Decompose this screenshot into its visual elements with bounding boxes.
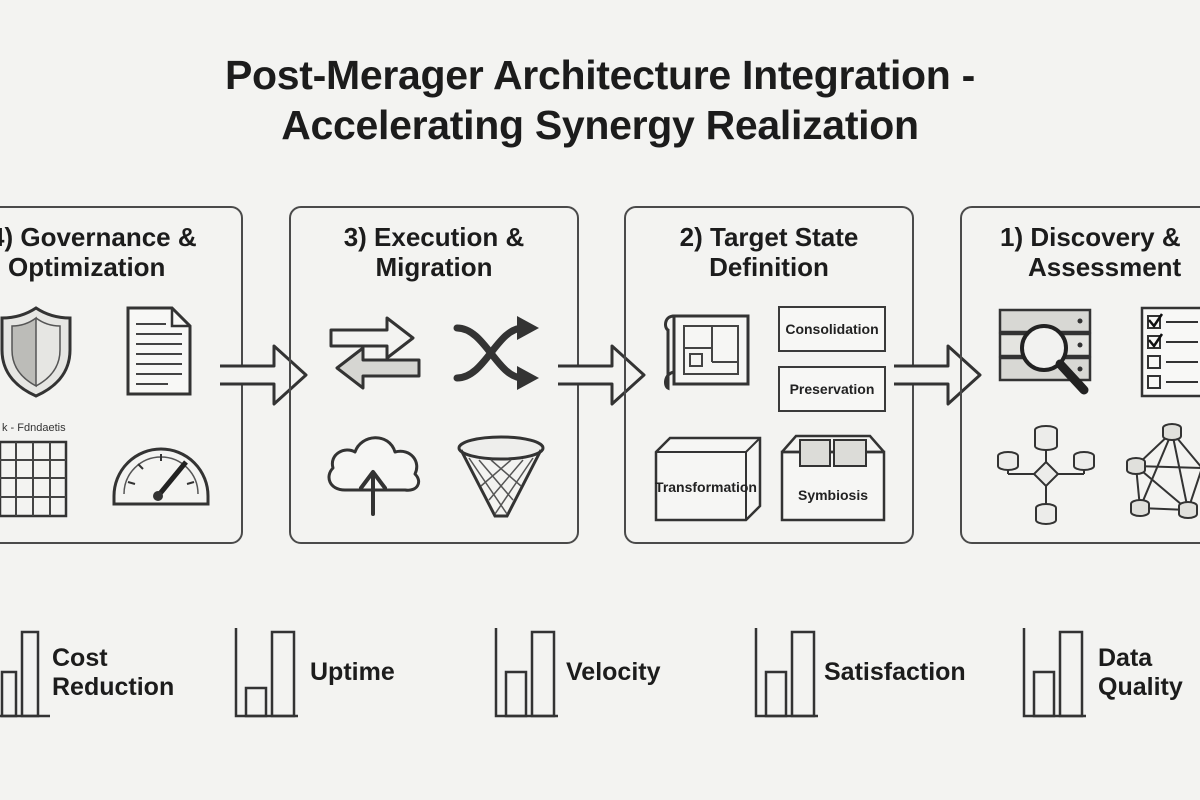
bar-chart-icon [1022, 628, 1086, 718]
stage-target-state: 2) Target State Definition Consolidation… [624, 206, 914, 544]
grid-table-icon [0, 440, 68, 518]
metric-label-line-1: Uptime [310, 658, 395, 686]
strategy-box-consolidation: Consolidation [778, 306, 886, 352]
strategy-box-transformation: Transformation [655, 479, 757, 495]
metric-satisfaction: Satisfaction [752, 626, 982, 722]
title-line-1: Post-Merager Architecture Integration - [225, 52, 975, 98]
stage-title: 4) Governance & Optimization [0, 222, 241, 282]
metric-label-line-2: Quality [1098, 673, 1183, 701]
strategy-box-symbiosis: Symbiosis [797, 487, 869, 503]
server-search-icon [996, 304, 1100, 404]
metric-label: Satisfaction [824, 658, 966, 687]
document-icon [124, 304, 194, 398]
stage-title-line-1: 1) Discovery & [1000, 222, 1181, 252]
bar-chart-icon [754, 628, 818, 718]
transformation-box-icon [652, 434, 764, 524]
speedometer-icon [108, 434, 214, 508]
grid-caption: k - Fdndaetis [2, 422, 66, 434]
metric-cost-reduction: Cost Reduction [0, 626, 194, 722]
funnel-net-icon [455, 434, 547, 520]
stage-governance: 4) Governance & Optimization k - Fdndaet… [0, 206, 243, 544]
strategy-box-preservation: Preservation [778, 366, 886, 412]
title-line-2: Accelerating Synergy Realization [281, 102, 919, 148]
metric-label-line-1: Cost [52, 644, 108, 672]
shuffle-arrows-icon [453, 314, 543, 392]
blueprint-icon [660, 312, 752, 392]
bar-chart-icon [494, 628, 558, 718]
metric-label: Data Quality [1098, 644, 1183, 702]
bar-chart-icon [0, 630, 50, 718]
data-flow-icon [994, 422, 1098, 526]
metric-label: Uptime [310, 658, 395, 687]
cloud-upload-icon [321, 424, 425, 516]
page-title: Post-Merager Architecture Integration - … [0, 50, 1200, 150]
bar-chart-icon [234, 628, 298, 718]
stage-title-line-1: 3) Execution & [343, 222, 525, 252]
metric-label: Velocity [566, 658, 661, 687]
flow-arrow-icon [556, 340, 648, 415]
metric-label-line-1: Data [1098, 644, 1153, 672]
metric-label-line-1: Velocity [566, 658, 661, 686]
shield-icon [0, 304, 74, 400]
metric-data-quality: Data Quality [1020, 626, 1196, 722]
flow-arrow-icon [892, 340, 984, 415]
metric-uptime: Uptime [232, 626, 412, 722]
stage-title: 2) Target State Definition [626, 222, 912, 282]
metric-label-line-1: Satisfaction [824, 658, 966, 686]
metric-label: Cost Reduction [52, 644, 174, 702]
swap-arrows-icon [329, 310, 421, 390]
stage-discovery: 1) Discovery & Assessment [960, 206, 1200, 544]
checklist-icon [1138, 306, 1200, 398]
stage-title: 1) Discovery & Assessment [1000, 222, 1200, 282]
network-icon [1126, 420, 1200, 524]
symbiosis-box-icon [776, 432, 890, 524]
stage-title-line-2: Migration [375, 252, 493, 282]
stage-title-line-2: Assessment [1028, 252, 1182, 282]
flow-arrow-icon [218, 340, 310, 415]
stage-title-line-1: 4) Governance & [0, 222, 197, 252]
stage-execution: 3) Execution & Migration [289, 206, 579, 544]
stage-title-line-1: 2) Target State [679, 222, 859, 252]
metric-label-line-2: Reduction [52, 673, 175, 701]
metric-velocity: Velocity [492, 626, 672, 722]
stage-title-line-2: Optimization [8, 252, 166, 282]
stage-title-line-2: Definition [709, 252, 829, 282]
stage-title: 3) Execution & Migration [291, 222, 577, 282]
